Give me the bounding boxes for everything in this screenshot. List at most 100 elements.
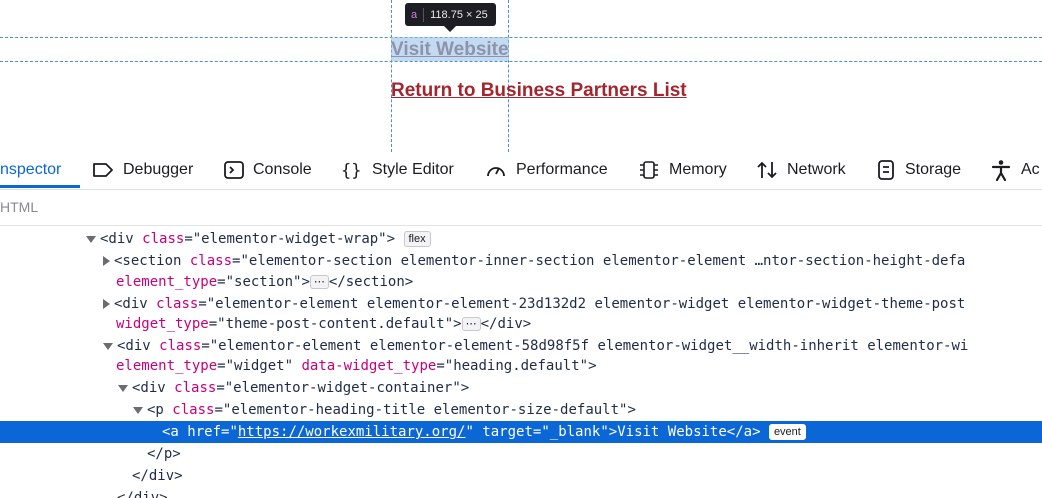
tab-performance-label: Performance [516, 161, 608, 178]
tree-row-heading-widget-cont[interactable]: element_type="widget" data-widget_type="… [116, 358, 597, 374]
node-end-tag: </section> [328, 274, 414, 290]
tooltip-arrow [444, 26, 456, 32]
node-close: > [386, 231, 396, 247]
tree-row-post-content-cont[interactable]: widget_type="theme-post-content.default"… [116, 316, 532, 332]
attr-name: element_type [116, 358, 218, 374]
tooltip-tag-name: a [411, 8, 418, 21]
tab-accessibility[interactable]: Ac [990, 152, 1040, 188]
attr-name: class [189, 253, 233, 269]
storage-icon [878, 160, 894, 180]
page-preview: Visit Website Return to Business Partner… [0, 0, 1042, 152]
tree-row-div-close[interactable]: </div> [0, 465, 1042, 487]
breadcrumb-label[interactable]: HTML [0, 199, 39, 215]
tree-row-widget-container[interactable]: <div class="elementor-widget-container"> [0, 377, 1042, 399]
devtools-toolbar: nspector Debugger Console {} Style Edito… [0, 152, 1042, 190]
node-tag: <div [132, 380, 166, 396]
breadcrumb: HTML [0, 190, 1042, 226]
node-end-tag: </div> [117, 490, 168, 498]
node-tag: <section [114, 253, 182, 269]
flex-badge[interactable]: flex [403, 231, 431, 247]
tab-inspector-label: nspector [0, 161, 62, 178]
console-icon [224, 161, 244, 179]
tab-performance[interactable]: Performance [485, 152, 608, 188]
node-end-tag: </div> [480, 316, 532, 332]
highlighter-guide-top [0, 37, 1042, 38]
node-close: > [588, 358, 597, 374]
event-badge[interactable]: event [768, 424, 806, 440]
memory-chip-icon [640, 161, 658, 179]
attr-name: widget_type [116, 316, 209, 332]
attr-value: "heading.default" [444, 358, 589, 374]
attr-name: data-widget_type [301, 358, 437, 374]
tab-console-label: Console [253, 161, 312, 178]
attr-value: "section" [225, 274, 302, 290]
tab-network[interactable]: Network [756, 152, 846, 188]
tree-row-p-close[interactable]: </p> [0, 443, 1042, 465]
attr-name: class [174, 380, 217, 396]
tree-row-heading-title[interactable]: <p class="elementor-heading-title elemen… [0, 399, 1042, 421]
tab-accessibility-label: Ac [1021, 161, 1040, 178]
node-close: > [301, 274, 310, 290]
tree-row-div-close-outer[interactable]: </div> [0, 487, 1042, 498]
visit-website-link[interactable]: Visit Website [391, 39, 509, 60]
attr-value: "elementor-widget-container" [224, 380, 461, 396]
svg-text:{}: {} [341, 161, 361, 179]
tree-row-post-content[interactable]: <div class="elementor-element elementor-… [0, 293, 1042, 315]
node-text: >Visit Website</a> [608, 424, 761, 440]
tab-console[interactable]: Console [224, 152, 312, 188]
node-end-tag: </div> [132, 468, 183, 484]
tab-inspector[interactable]: nspector [0, 152, 61, 188]
tree-row-inner-section-cont[interactable]: element_type="section">⋯</section> [116, 274, 414, 290]
node-close: > [453, 316, 462, 332]
tree-row-widget-wrap[interactable]: <div class="elementor-widget-wrap"> flex [0, 228, 1042, 250]
expand-toggle-icon[interactable] [103, 299, 110, 309]
tab-network-label: Network [787, 161, 846, 178]
tab-storage[interactable]: Storage [876, 152, 961, 188]
attr-value: "theme-post-content.default" [217, 316, 454, 332]
node-tag: <a [162, 424, 179, 440]
attr-name: href [187, 424, 222, 440]
attr-value: "elementor-section elementor-inner-secti… [240, 253, 966, 269]
tooltip-separator [423, 7, 425, 22]
selected-tab-indicator [0, 185, 80, 188]
node-tag: <p [147, 402, 164, 418]
tab-storage-label: Storage [905, 161, 962, 178]
attr-value: "elementor-heading-title elementor-size-… [222, 402, 628, 418]
return-to-partners-link[interactable]: Return to Business Partners List [391, 80, 687, 101]
expand-toggle-icon[interactable] [103, 256, 110, 266]
attr-value: "elementor-element elementor-element-58d… [209, 338, 969, 354]
tab-style-editor[interactable]: {} Style Editor [341, 152, 454, 188]
gauge-icon [487, 167, 505, 177]
collapsed-children-button[interactable]: ⋯ [461, 317, 481, 331]
attr-name: class [172, 402, 215, 418]
tab-memory[interactable]: Memory [638, 152, 727, 188]
highlighter-guide-left [391, 0, 392, 152]
tree-row-selected-anchor[interactable]: <a href="https://workexmilitary.org/" ta… [0, 421, 1042, 443]
attr-name: class [156, 296, 199, 312]
tab-style-editor-label: Style Editor [372, 161, 454, 178]
attr-name: class [142, 231, 185, 247]
attr-name: class [159, 338, 202, 354]
braces-icon: {} [341, 161, 361, 179]
markup-tree[interactable]: <div class="elementor-widget-wrap"> flex… [0, 227, 1042, 498]
node-end-tag: </p> [147, 446, 181, 462]
attr-value: "_blank" [541, 424, 609, 440]
node-close: > [460, 380, 470, 396]
tree-row-heading-widget[interactable]: <div class="elementor-element elementor-… [0, 335, 1042, 357]
expand-toggle-icon[interactable] [86, 235, 96, 243]
expand-toggle-icon[interactable] [118, 384, 128, 392]
attr-value: "elementor-element elementor-element-23d… [206, 296, 966, 312]
up-down-arrows-icon [757, 161, 777, 179]
element-size-tooltip: a 118.75 × 25 [405, 3, 496, 26]
tree-row-inner-section[interactable]: <section class="elementor-section elemen… [0, 250, 1042, 272]
debugger-icon [93, 163, 113, 177]
href-link[interactable]: https://workexmilitary.org/ [237, 424, 466, 440]
node-tag: <div [117, 338, 151, 354]
tab-debugger-label: Debugger [123, 161, 194, 178]
tab-debugger[interactable]: Debugger [92, 152, 193, 188]
expand-toggle-icon[interactable] [103, 342, 113, 350]
collapsed-children-button[interactable]: ⋯ [309, 275, 329, 289]
attr-name: element_type [116, 274, 218, 290]
accessibility-icon [991, 160, 1011, 181]
expand-toggle-icon[interactable] [133, 406, 143, 414]
